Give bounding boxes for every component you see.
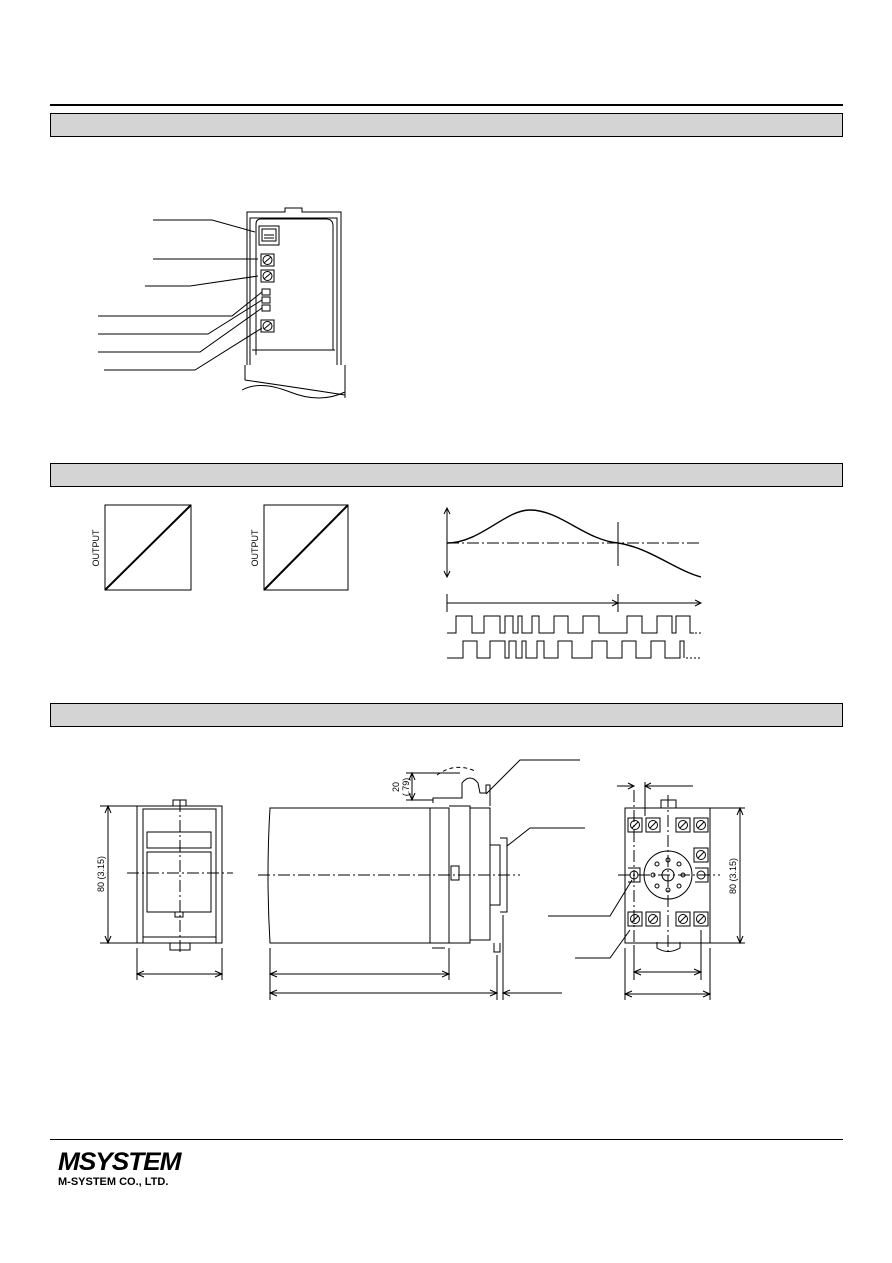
output-axis-label-left: OUTPUT (91, 529, 101, 567)
header-rule (50, 104, 843, 106)
pulse-timing-diagram (443, 506, 703, 659)
section-bar-dimensions (50, 703, 843, 727)
section-bar-io-response (50, 463, 843, 487)
output-axis-label-right: OUTPUT (250, 529, 260, 567)
dimension-socket-view: 80 (3.15) (548, 782, 745, 1000)
io-graph-left: OUTPUT (91, 504, 192, 591)
dimension-height-right: 80 (3.15) (728, 858, 738, 894)
section-bar-front-view (50, 113, 843, 137)
logo-wordmark: MSYSTEM (58, 1148, 182, 1176)
company-name: M-SYSTEM CO., LTD. (58, 1176, 169, 1188)
dimension-rail-clearance-inch: (.79) (401, 778, 411, 797)
dimension-height-left: 80 (3.15) (96, 856, 106, 892)
company-logo: MSYSTEM M-SYSTEM CO., LTD. (58, 1150, 182, 1189)
footer-rule (50, 1139, 843, 1140)
io-graph-right: OUTPUT (250, 504, 349, 591)
dimension-front-view: 80 (3.15) (96, 799, 233, 980)
front-view-figure (98, 207, 346, 399)
dimension-rail-clearance: 20 (391, 782, 401, 792)
dimension-side-view: 20 (.79) (258, 759, 585, 1000)
